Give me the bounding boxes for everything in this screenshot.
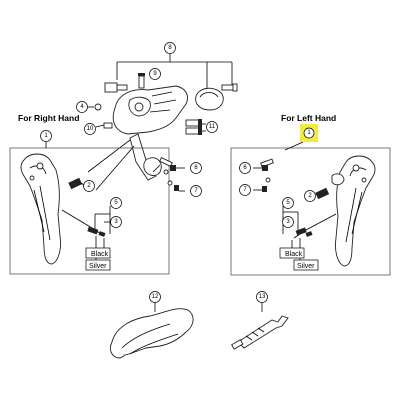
callout-left-1-highlight[interactable]: 1: [300, 124, 318, 142]
left-spring: [315, 187, 330, 200]
right-hand-heading: For Right Hand: [18, 113, 79, 123]
callout-right-6-text: 6: [194, 165, 198, 171]
callout-left-7-text: 7: [243, 187, 247, 193]
callout-left-5: 5: [282, 197, 294, 209]
callout-8-text: 8: [168, 45, 172, 51]
callout-left-5-text: 5: [286, 200, 290, 206]
callout-right-5: 5: [110, 197, 122, 209]
right-bolts: [152, 157, 185, 192]
callout-left-6: 6: [239, 162, 251, 174]
callout-left-1-text: 1: [307, 130, 311, 136]
left-lever: [331, 155, 376, 267]
callout-4-text: 4: [80, 104, 84, 110]
callout-right-5-text: 5: [114, 200, 118, 206]
callout-10: 10: [84, 123, 96, 135]
callout-left-7: 7: [239, 184, 251, 196]
left-black-label: Black: [285, 251, 303, 258]
right-hand-panel: [9, 147, 170, 275]
callout-13: 13: [256, 291, 268, 303]
top-assembly: [87, 54, 238, 191]
left-pin-assembly: [279, 206, 337, 271]
callout-right-7-text: 7: [194, 188, 198, 194]
callout-8: 8: [164, 42, 176, 54]
callout-11-text: 11: [209, 124, 216, 130]
callout-right-2: 2: [83, 180, 95, 192]
callout-right-3: 3: [110, 216, 122, 228]
callout-right-2-text: 2: [87, 183, 91, 189]
callout-12-text: 12: [152, 294, 159, 300]
left-hand-heading: For Left Hand: [281, 113, 336, 123]
callout-11: 11: [206, 121, 218, 133]
right-black-label: Black: [91, 251, 109, 258]
callout-left-3-text: 3: [286, 219, 290, 225]
callout-right-7: 7: [190, 185, 202, 197]
callout-right-6: 6: [190, 162, 202, 174]
right-lever: [20, 153, 61, 265]
callout-left-3: 3: [282, 216, 294, 228]
callout-left-2-text: 2: [308, 193, 312, 199]
callout-right-3-text: 3: [114, 219, 118, 225]
callout-10-text: 10: [87, 126, 94, 132]
hood-cover: [109, 302, 194, 359]
callout-9-text: 9: [153, 71, 157, 77]
callout-right-1: 1: [40, 130, 52, 142]
callout-right-1-text: 1: [44, 133, 48, 139]
left-hand-panel: [230, 147, 391, 276]
right-silver-label: Silver: [89, 263, 107, 270]
tool: [231, 302, 289, 350]
right-spring: [68, 177, 85, 190]
callout-13-text: 13: [259, 294, 266, 300]
callout-left-6-text: 6: [243, 165, 247, 171]
callout-left-2: 2: [304, 190, 316, 202]
callout-9: 9: [149, 68, 161, 80]
left-silver-label: Silver: [297, 263, 315, 270]
right-pin-assembly: [61, 206, 111, 271]
callout-12: 12: [149, 291, 161, 303]
callout-4: 4: [76, 101, 88, 113]
left-bolts: [253, 158, 274, 192]
